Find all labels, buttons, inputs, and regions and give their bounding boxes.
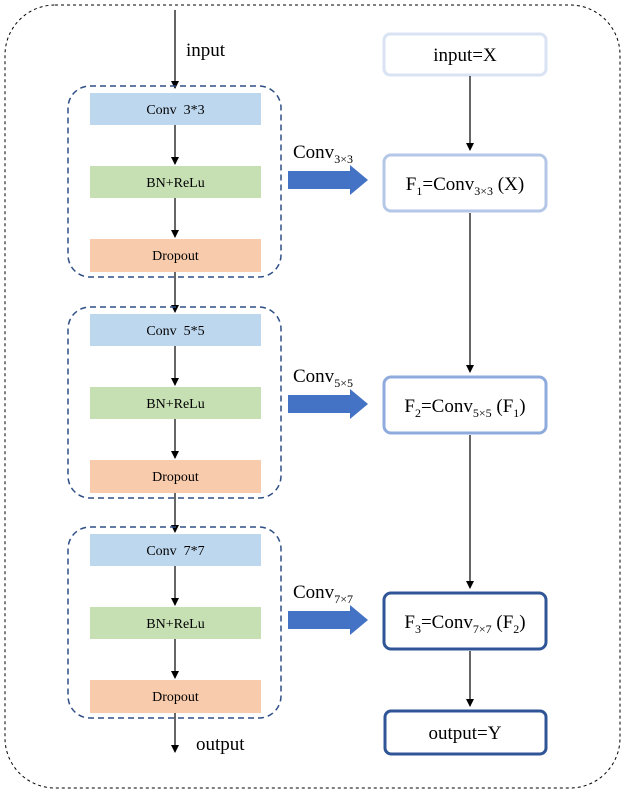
f1-formula: F1=Conv3×3 (X) bbox=[406, 174, 524, 198]
input-label: input bbox=[186, 40, 226, 61]
block-3-dropout-label: Dropout bbox=[152, 690, 199, 705]
block-2-dropout bbox=[90, 460, 261, 493]
block-2-bn-label: BN+ReLu bbox=[146, 397, 204, 412]
block-1-frame bbox=[67, 85, 282, 278]
thick-arrow-2 bbox=[288, 389, 368, 419]
block-1-bn bbox=[90, 166, 261, 198]
block-1-conv bbox=[90, 93, 261, 125]
block-1-dropout-label: Dropout bbox=[152, 249, 199, 264]
block-3-conv-label: Conv 7*7 bbox=[146, 544, 204, 559]
arrow-3-label: Conv7×7 bbox=[293, 582, 353, 606]
f2-formula: F2=Conv5×5 (F1) bbox=[404, 396, 525, 420]
output-y-box bbox=[383, 709, 548, 756]
block-3-conv bbox=[90, 534, 261, 566]
block-2-conv bbox=[90, 314, 261, 346]
block-3-dropout bbox=[90, 680, 261, 713]
thick-arrow-3 bbox=[288, 605, 368, 635]
f3-box bbox=[382, 591, 548, 651]
f2-box bbox=[382, 375, 548, 435]
f3-formula: F3=Conv7×7 (F2) bbox=[404, 612, 525, 636]
output-label: output bbox=[196, 734, 245, 755]
arrow-2-label: Conv5×5 bbox=[293, 366, 353, 390]
input-x-label: input=X bbox=[433, 45, 497, 66]
f1-box bbox=[382, 153, 548, 213]
block-3-frame bbox=[67, 526, 282, 719]
block-1-dropout bbox=[90, 239, 261, 272]
block-2-dropout-label: Dropout bbox=[152, 470, 199, 485]
block-3-bn bbox=[90, 607, 261, 639]
block-1-bn-label: BN+ReLu bbox=[146, 176, 204, 191]
block-2-frame bbox=[67, 306, 282, 499]
block-2-bn bbox=[90, 387, 261, 419]
block-3-bn-label: BN+ReLu bbox=[146, 617, 204, 632]
input-x-box bbox=[382, 32, 548, 77]
arrow-1-label: Conv3×3 bbox=[293, 142, 353, 166]
thick-arrow-1 bbox=[288, 165, 368, 195]
block-1-conv-label: Conv 3*3 bbox=[146, 103, 204, 118]
block-2-conv-label: Conv 5*5 bbox=[146, 324, 204, 339]
output-y-label: output=Y bbox=[429, 723, 502, 744]
